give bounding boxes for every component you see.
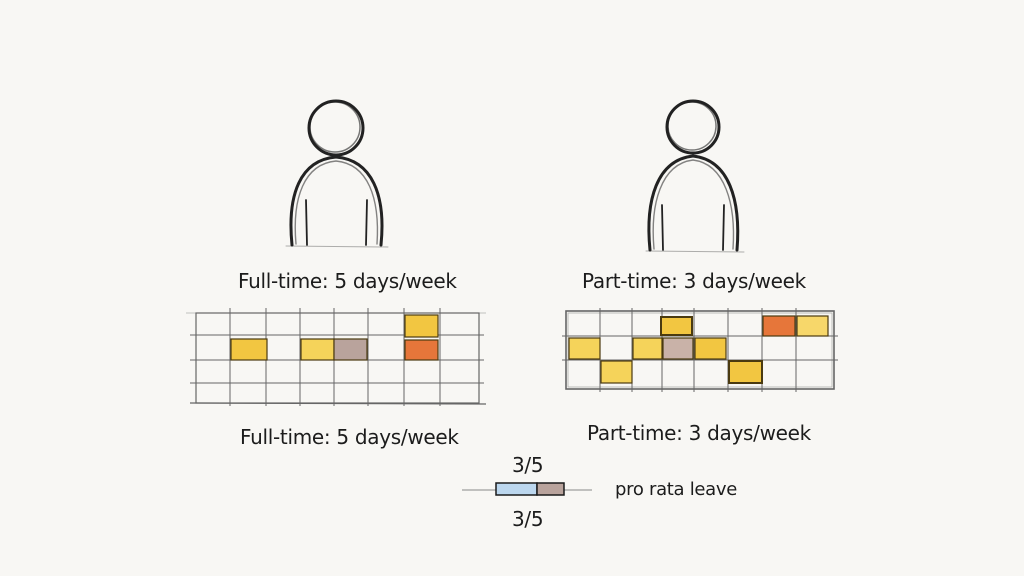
- leave-cell: [300, 338, 335, 361]
- leave-cell: [404, 314, 439, 338]
- leave-cell: [660, 316, 693, 336]
- ratio-bar-filled: [495, 482, 538, 496]
- ratio-bar: [462, 482, 592, 496]
- leave-cell: [632, 337, 663, 360]
- leave-cell: [728, 360, 763, 384]
- full-time-caption-bottom: Full-time: 5 days/week: [240, 425, 459, 449]
- leave-cell: [568, 337, 601, 360]
- part-time-leave-cells: [568, 315, 829, 384]
- ratio-top-label: 3/5: [512, 453, 544, 477]
- full-time-leave-cells: [230, 314, 439, 361]
- leave-cell: [404, 339, 439, 361]
- leave-cell: [662, 337, 694, 360]
- ratio-bar-remaining: [536, 482, 565, 496]
- part-time-caption-top: Part-time: 3 days/week: [582, 269, 806, 293]
- leave-cell: [600, 360, 633, 384]
- leave-cell: [230, 338, 268, 361]
- leave-cell: [694, 337, 727, 360]
- full-time-person-icon: [285, 99, 389, 248]
- full-time-caption-top: Full-time: 5 days/week: [238, 269, 457, 293]
- pro-rata-leave-label: pro rata leave: [615, 479, 738, 500]
- ratio-bottom-label: 3/5: [512, 507, 544, 531]
- leave-cell: [762, 315, 796, 337]
- leave-cell: [796, 315, 829, 337]
- part-time-person-icon: [645, 99, 745, 253]
- part-time-caption-bottom: Part-time: 3 days/week: [587, 421, 811, 445]
- leave-cell: [333, 338, 368, 361]
